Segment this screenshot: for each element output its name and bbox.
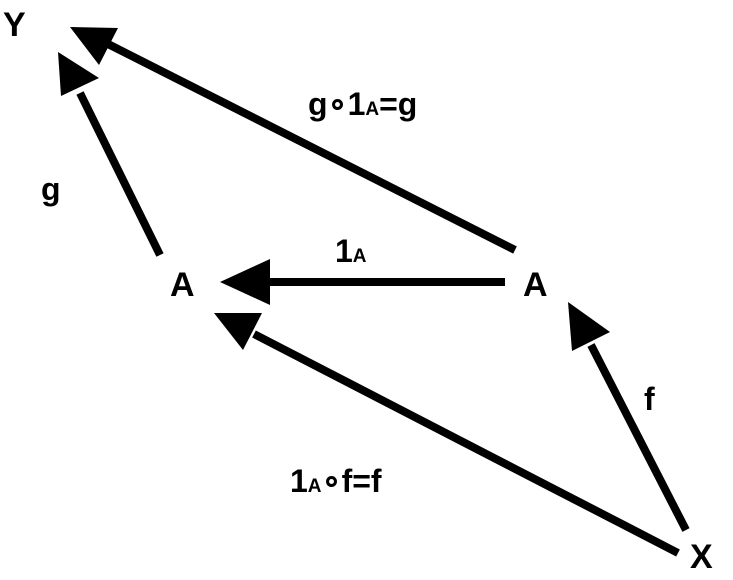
label-identity: 1A: [335, 233, 367, 269]
label-identity-main: 1: [335, 233, 353, 269]
label-composite-top-post: =g: [379, 86, 417, 122]
node-x: X: [690, 538, 713, 576]
label-composite-top-pre: g∘1: [308, 86, 365, 122]
label-g: g: [41, 171, 61, 207]
label-identity-sub: A: [353, 246, 367, 267]
arrow-identity: [220, 259, 505, 305]
node-a-right: A: [523, 266, 548, 304]
node-y: Y: [3, 6, 26, 44]
label-composite-bottom-post: ∘f=f: [322, 463, 382, 499]
label-composite-bottom-sub: A: [308, 476, 322, 497]
label-composite-top: g∘1A=g: [308, 86, 417, 122]
arrow-f: [568, 302, 690, 532]
arrow-composite-bottom: [214, 313, 680, 557]
label-f: f: [644, 381, 655, 417]
node-a-left: A: [170, 266, 195, 304]
arrow-composite-top: [70, 27, 517, 254]
arrow-g: [58, 52, 164, 257]
label-composite-bottom: 1A∘f=f: [290, 463, 382, 499]
label-composite-bottom-pre: 1: [290, 463, 308, 499]
label-composite-top-sub: A: [365, 99, 379, 120]
